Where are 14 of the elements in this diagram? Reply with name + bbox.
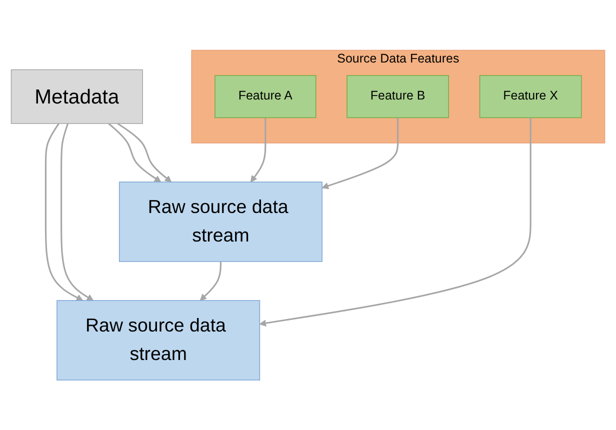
arrow xyxy=(200,261,222,301)
arrow xyxy=(108,122,162,182)
node-box: Feature A xyxy=(214,75,316,118)
node-box: Feature B xyxy=(346,75,449,118)
arrow xyxy=(44,122,84,301)
node-box: Metadata xyxy=(10,69,143,124)
arrow xyxy=(259,118,532,326)
arrow xyxy=(117,122,172,182)
arrow xyxy=(322,118,399,189)
node-box: Raw source data stream xyxy=(118,181,322,262)
node-box: Feature X xyxy=(479,75,582,118)
node-box: Raw source data stream xyxy=(56,300,260,380)
arrow xyxy=(60,123,94,301)
arrow xyxy=(250,118,266,182)
